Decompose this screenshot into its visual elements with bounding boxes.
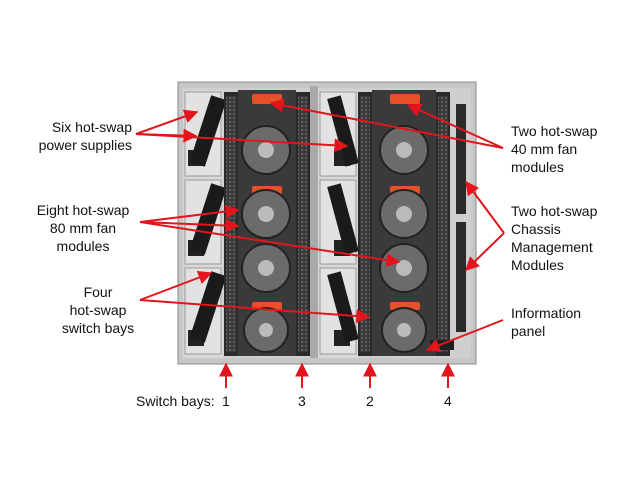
switch-bay-number: 4	[444, 393, 452, 409]
callout-switch-bays: Four hot-swap switch bays	[61, 284, 135, 336]
chassis-management-modules	[452, 92, 470, 354]
callout-40mm-fans: Two hot-swap 40 mm fan modules	[511, 123, 598, 175]
callout-information-panel: Information panel	[511, 305, 582, 339]
power-supply-column-left	[183, 90, 227, 358]
power-supply	[184, 267, 227, 355]
switch-bay-number: 2	[366, 393, 374, 409]
fan-column-left	[238, 90, 296, 356]
callout-chassis-management-modules: Two hot-swap Chassis Management Modules	[511, 203, 598, 273]
fan-latch	[252, 94, 282, 104]
switch-bays-caption: Switch bays:	[136, 393, 215, 409]
switch-bay-number: 3	[298, 393, 306, 409]
callout-power-supplies: Six hot-swap power supplies	[38, 119, 132, 153]
switch-bay-number: 1	[222, 393, 230, 409]
fan-column-right	[372, 90, 436, 356]
power-supply	[319, 91, 359, 177]
switch-bay-strip-right	[358, 92, 450, 356]
power-supply	[184, 179, 227, 265]
callout-80mm-fans: Eight hot-swap 80 mm fan modules	[36, 202, 130, 254]
power-supply	[184, 91, 227, 177]
chassis-rear-view	[177, 81, 477, 365]
power-supply-column-middle	[318, 90, 359, 358]
power-supply	[319, 267, 359, 355]
callout-arrows	[135, 98, 505, 388]
